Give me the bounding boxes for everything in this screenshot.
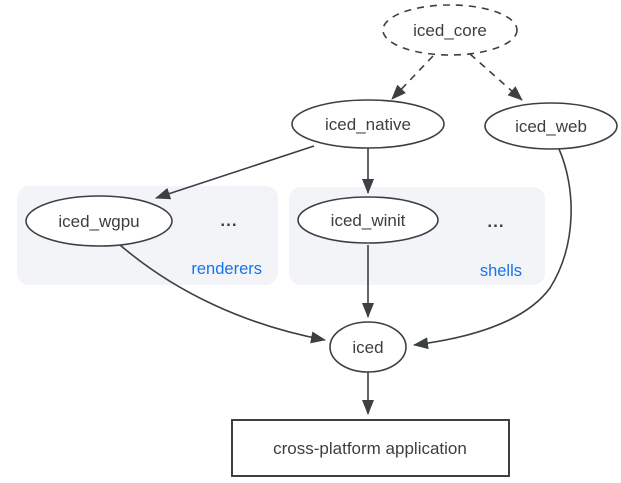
iced-web-ellipse: [484, 102, 618, 150]
renderers-ellipsis: ...: [220, 211, 237, 230]
iced-native-ellipse: [291, 99, 445, 149]
node-iced-core: iced_core: [382, 4, 518, 56]
edge-core-to-native: [391, 55, 434, 100]
application-rect: [231, 419, 510, 477]
iced-winit-ellipse: [297, 196, 439, 244]
application-label: cross-platform application: [273, 439, 467, 458]
iced-core-label: iced_core: [413, 21, 487, 40]
node-cross-platform-application: cross-platform application: [231, 419, 510, 477]
iced-web-label: iced_web: [515, 117, 587, 136]
renderers-group-label: renderers: [191, 260, 262, 278]
edge-core-to-web: [469, 53, 523, 101]
iced-winit-label: iced_winit: [331, 211, 406, 230]
node-iced: iced: [329, 321, 407, 373]
node-iced-native: iced_native: [291, 99, 445, 149]
iced-wgpu-ellipse: [25, 195, 173, 247]
node-iced-web: iced_web: [484, 102, 618, 150]
iced-label: iced: [352, 338, 383, 357]
shells-ellipsis: ...: [487, 212, 504, 231]
node-iced-winit: iced_winit: [297, 196, 439, 244]
edge-web-to-iced: [413, 148, 572, 350]
shells-group-label: shells: [480, 262, 522, 280]
iced-wgpu-label: iced_wgpu: [58, 212, 139, 231]
edge-native-to-wgpu: [155, 145, 315, 200]
iced-native-label: iced_native: [325, 115, 411, 134]
iced-core-ellipse: [382, 4, 518, 56]
iced-ellipse: [329, 321, 407, 373]
node-iced-wgpu: iced_wgpu: [25, 195, 173, 247]
edge-wgpu-to-iced: [119, 244, 326, 344]
